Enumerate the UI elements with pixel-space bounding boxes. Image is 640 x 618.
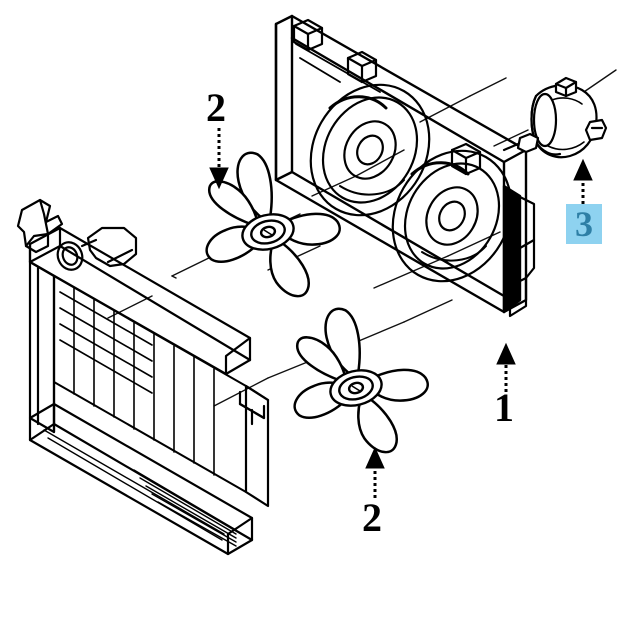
callout-arrows [209,128,593,498]
shroud-part [274,14,536,318]
fan-lower-hub [329,369,383,407]
shroud-right-edge [502,184,522,314]
radiator-right-post [238,384,270,508]
callout-1-arrow [496,342,516,392]
radiator-filler-neck [16,198,64,254]
callout-3-arrow [573,158,593,204]
callout-label-3: 3 [575,204,593,244]
radiator-core-face [53,275,247,493]
radiator-hose-neck [56,226,138,271]
fan-lower [293,307,429,454]
shroud-opening-lower [391,149,513,283]
radiator-lower-tank [28,402,254,556]
shroud-opening-upper [309,83,431,217]
callout-label-3-highlight[interactable]: 3 [566,204,602,244]
motor-part [502,76,608,159]
radiator-part [16,198,270,556]
callout-label-2-upper[interactable]: 2 [206,85,226,130]
callout-label-2-lower[interactable]: 2 [362,495,382,540]
shroud-frame [274,14,528,314]
fan-upper [205,151,341,298]
callout-2-top-arrow [209,128,229,190]
fan-upper-hub [241,213,295,251]
callout-label-1[interactable]: 1 [494,385,514,430]
callout-2-bottom-arrow [365,446,385,498]
shroud-right-bracket [508,194,536,318]
shroud-inner-rib [295,43,381,93]
